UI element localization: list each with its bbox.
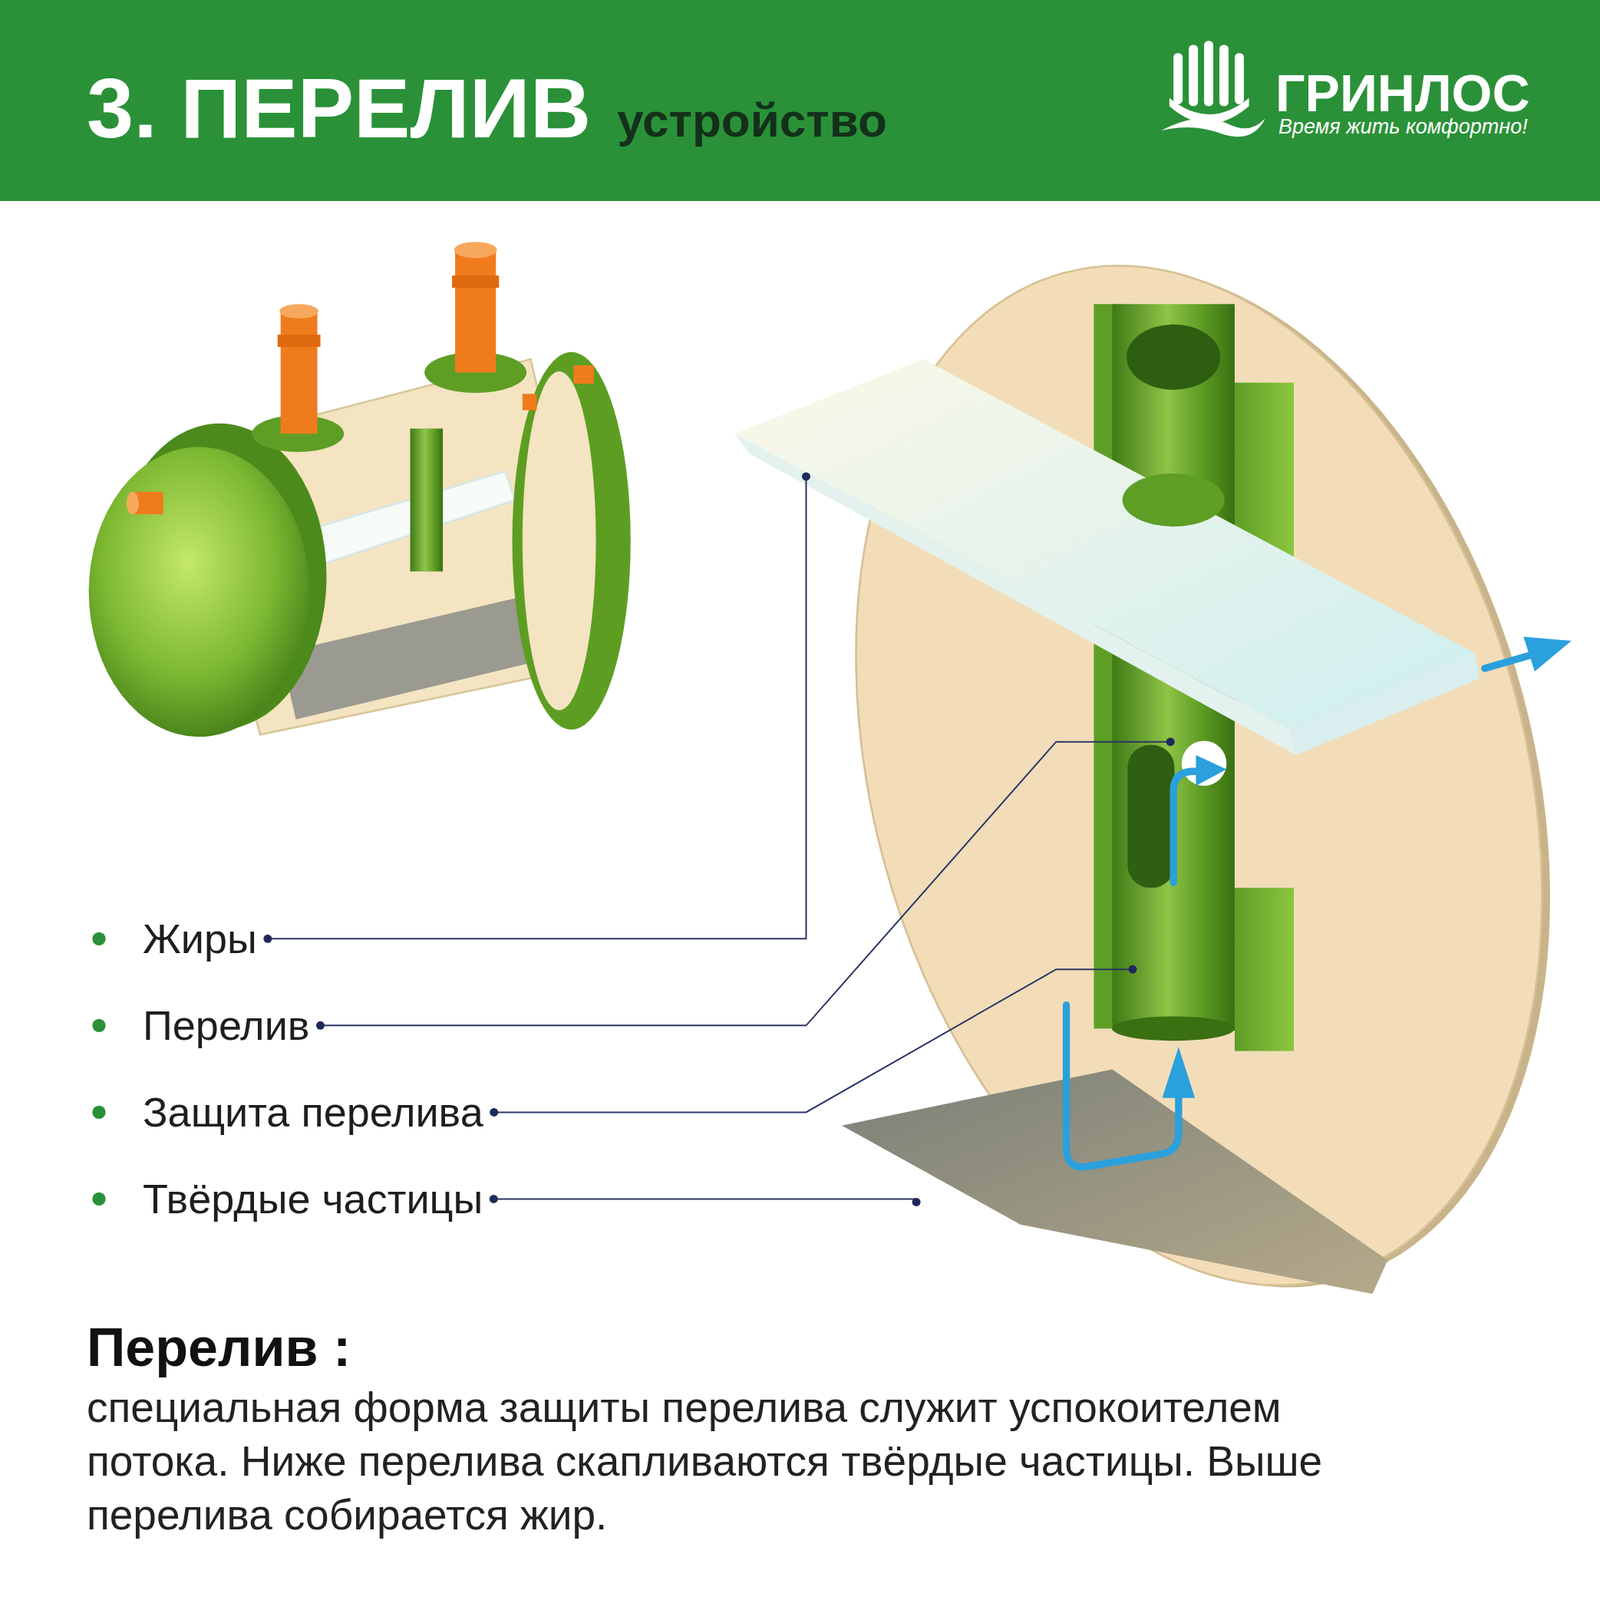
logo-bar — [1234, 52, 1244, 104]
overflow-hole — [1181, 740, 1228, 786]
flow-path — [1066, 1005, 1179, 1168]
part-label: Жиры — [142, 914, 258, 963]
leader-dot — [489, 1108, 499, 1117]
header-band — [0, 0, 1600, 202]
logo-icon — [1161, 40, 1266, 137]
arrow-head — [1195, 755, 1227, 786]
overflow-bottom — [1111, 1016, 1235, 1041]
tank-cap — [89, 446, 310, 737]
fat-layer-top — [734, 359, 1475, 730]
overflow-through-fat — [1122, 473, 1225, 527]
fat-layer-end — [1290, 653, 1480, 756]
logo-name: ГРИНЛОС — [1275, 62, 1531, 123]
leader-dot — [489, 1194, 499, 1204]
page-title: 3. ПЕРЕЛИВ — [86, 59, 591, 158]
part-label: Защита перелива — [142, 1088, 484, 1136]
scaled-art — [0, 0, 1600, 1365]
logo-bar — [1219, 45, 1229, 107]
pipe-band — [277, 334, 321, 347]
caption-text: специальная форма защиты перелива служит… — [86, 1381, 1415, 1543]
leader-path — [267, 476, 807, 939]
bullet-dot — [92, 1192, 106, 1206]
leader-dot — [1166, 737, 1175, 746]
logo-wave — [1161, 118, 1266, 137]
leader-line — [263, 471, 811, 943]
pipe-band — [451, 275, 499, 288]
bullet-dot — [92, 1105, 106, 1119]
leader-line — [316, 737, 1175, 1030]
leader-dot — [316, 1021, 325, 1030]
part-label: Перелив — [142, 1001, 310, 1050]
pipe — [280, 311, 318, 435]
tank-overflow — [410, 428, 444, 571]
leader-dot — [801, 471, 811, 481]
leader-path — [494, 969, 1133, 1112]
leader-line — [489, 965, 1137, 1117]
flow-path — [1173, 771, 1202, 883]
fat-layer-front — [734, 433, 1296, 756]
logo-bar — [1173, 52, 1183, 104]
tank-ring-inner — [522, 371, 597, 710]
bullet-dot — [92, 1019, 106, 1033]
caption-heading: Перелив : — [86, 1316, 351, 1379]
flow-arrows — [1066, 655, 1531, 1168]
bullet-dot — [92, 932, 106, 946]
overflow-flange — [1234, 887, 1294, 1052]
outlet-pipe — [573, 365, 594, 384]
outlet-pipe — [522, 393, 538, 410]
overflow-window — [1127, 745, 1175, 888]
partition-disk — [748, 188, 1600, 1363]
tank-ring — [512, 352, 631, 730]
leader-dot — [912, 1197, 921, 1207]
pipe-top — [454, 241, 498, 258]
leader-line — [489, 1194, 921, 1207]
leader-dot — [1128, 965, 1137, 974]
pipe — [455, 250, 496, 373]
logo-tagline: Время жить комфортно! — [1278, 115, 1528, 139]
section-view — [734, 188, 1600, 1365]
leader-path — [320, 742, 1171, 1026]
logo-bar — [1204, 40, 1214, 106]
flow-path — [1484, 655, 1531, 669]
bullets — [92, 932, 106, 1206]
sediment-layer — [841, 1069, 1388, 1295]
arrow-head — [1523, 636, 1571, 672]
pipe-top — [279, 303, 319, 319]
logo-bar — [1188, 45, 1198, 107]
arrow-head — [1162, 1046, 1196, 1098]
leader-path — [493, 1198, 917, 1202]
small-tank — [89, 241, 631, 737]
inlet-pipe-end — [126, 491, 139, 515]
part-label: Твёрдые частицы — [142, 1174, 483, 1223]
leader-dot — [263, 934, 272, 944]
overflow-top-opening — [1126, 324, 1221, 390]
title-subtitle: устройство — [616, 92, 888, 148]
